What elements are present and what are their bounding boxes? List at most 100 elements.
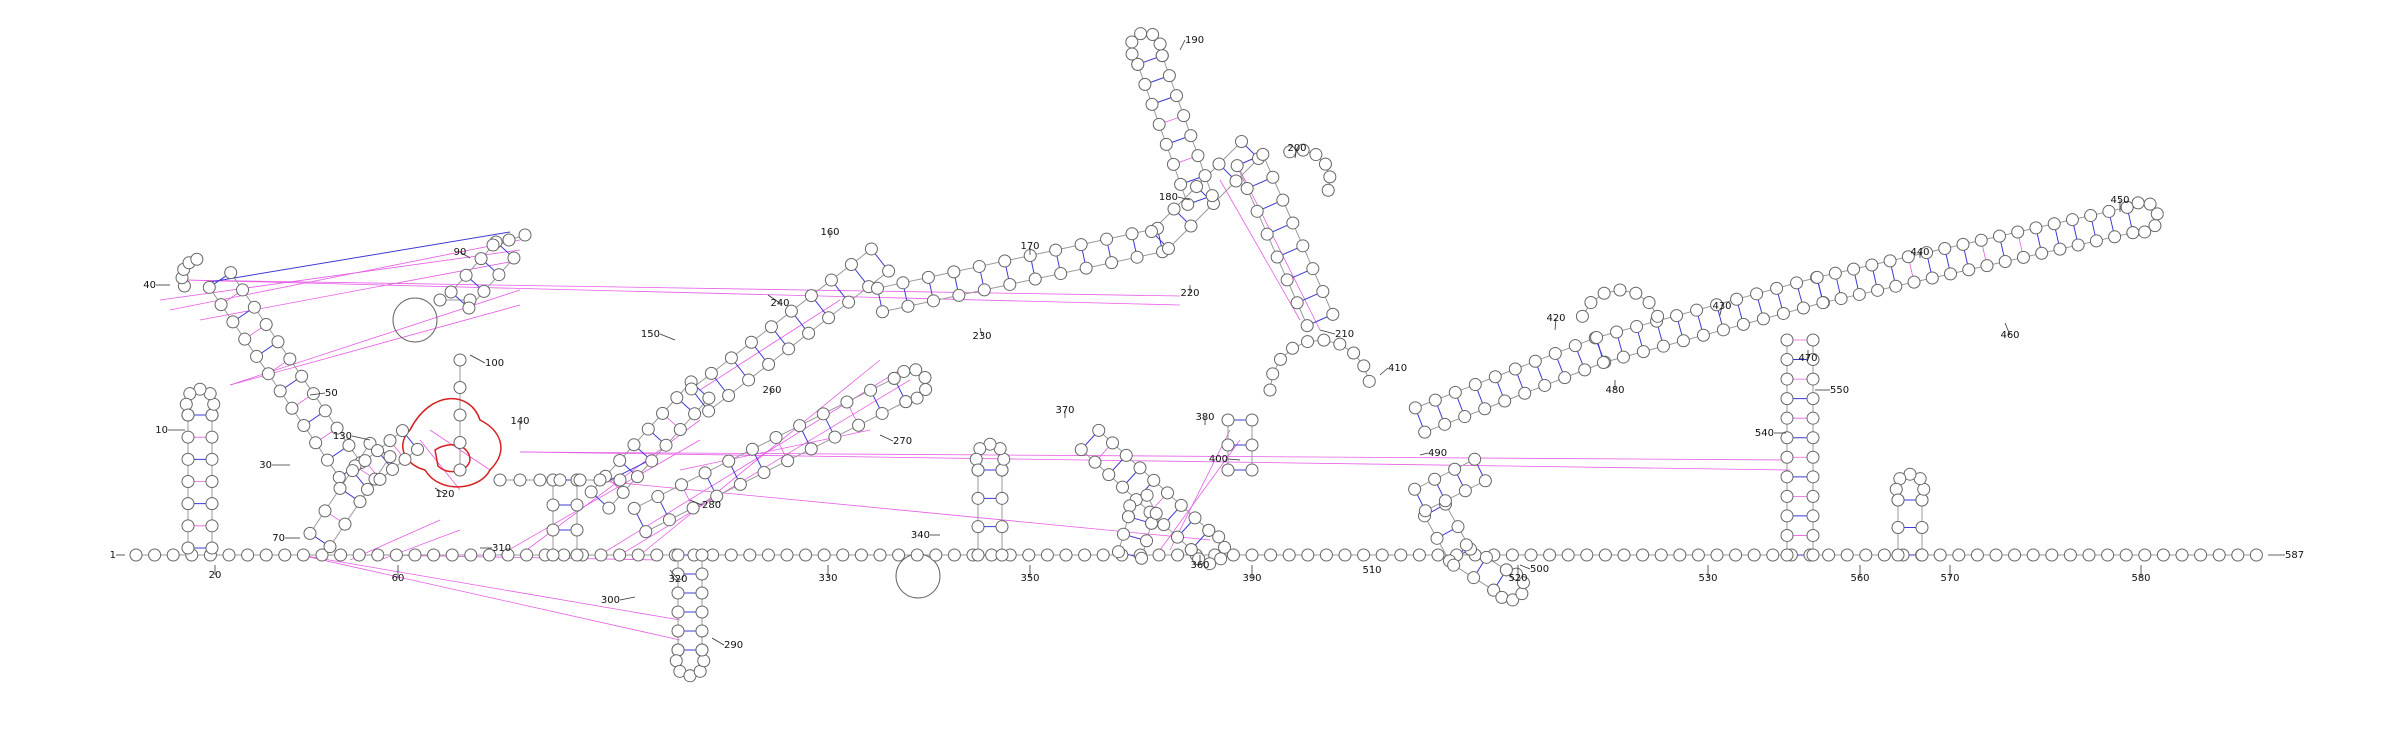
nucleotide xyxy=(1458,484,1472,498)
position-label: 580 xyxy=(2131,573,2150,584)
nucleotide xyxy=(1780,548,1794,562)
nucleotide xyxy=(1147,473,1161,487)
nucleotide xyxy=(1166,157,1180,171)
nucleotide xyxy=(1338,548,1352,562)
nucleotide xyxy=(1488,370,1502,384)
nucleotide xyxy=(1806,372,1820,386)
nucleotide xyxy=(761,548,775,562)
nucleotide xyxy=(1933,548,1947,562)
label-tick xyxy=(1177,196,1191,201)
nucleotide xyxy=(1221,438,1235,452)
nucleotide xyxy=(1891,493,1905,507)
nucleotide xyxy=(2102,204,2116,218)
nucleotide xyxy=(1290,296,1304,310)
position-label: 140 xyxy=(510,416,529,427)
nucleotide xyxy=(1198,169,1212,183)
nucleotide xyxy=(371,444,385,458)
nucleotide xyxy=(1459,538,1473,552)
nucleotide xyxy=(1780,333,1794,347)
position-label: 180 xyxy=(1159,192,1178,203)
nucleotide xyxy=(1974,233,1988,247)
position-label: 100 xyxy=(485,358,504,369)
nucleotide xyxy=(2120,200,2134,214)
nucleotide xyxy=(2063,548,2077,562)
nucleotide xyxy=(875,406,889,420)
position-label: 500 xyxy=(1530,564,1549,575)
position-label: 20 xyxy=(209,570,222,581)
nucleotide xyxy=(1515,587,1529,601)
nucleotide xyxy=(998,254,1012,268)
nucleotide xyxy=(1970,548,1984,562)
nucleotide xyxy=(1316,285,1330,299)
nucleotide xyxy=(236,283,250,297)
label-tick xyxy=(1554,317,1557,331)
position-label: 10 xyxy=(155,425,168,436)
position-label: 470 xyxy=(1798,353,1817,364)
nucleotide xyxy=(1956,237,1970,251)
noncanonical-interactions xyxy=(159,115,2024,641)
nucleotide xyxy=(453,463,467,477)
nucleotide xyxy=(1806,509,1820,523)
nucleotide xyxy=(330,421,344,435)
long-range-interaction xyxy=(589,479,1211,541)
nucleotide xyxy=(1212,530,1226,544)
motif-outline xyxy=(402,397,502,488)
nucleotide xyxy=(1670,309,1684,323)
nucleotide xyxy=(1375,548,1389,562)
nucleotide xyxy=(1865,258,1879,272)
nucleotide xyxy=(1184,219,1198,233)
nucleotide xyxy=(2084,209,2098,223)
nucleotide xyxy=(1347,346,1361,360)
nucleotide xyxy=(1191,149,1205,163)
nucleotide xyxy=(969,452,983,466)
nucleotide xyxy=(1317,333,1331,347)
nucleotide xyxy=(1152,548,1166,562)
nucleotide xyxy=(278,548,292,562)
nucleotide xyxy=(1133,461,1147,475)
nucleotide xyxy=(453,408,467,422)
position-label: 210 xyxy=(1335,329,1354,340)
nucleotide xyxy=(1256,147,1270,161)
nucleotide xyxy=(1505,548,1519,562)
nucleotide xyxy=(1901,250,1915,264)
nucleotide xyxy=(2108,230,2122,244)
nucleotide xyxy=(695,624,709,638)
nucleotide xyxy=(493,473,507,487)
nucleotide xyxy=(1266,367,1280,381)
nucleotide xyxy=(247,300,261,314)
nucleotide xyxy=(1357,548,1371,562)
nucleotide xyxy=(1806,411,1820,425)
nucleotide xyxy=(1145,225,1159,239)
nucleotide xyxy=(1430,531,1444,545)
long-range-interaction xyxy=(1219,179,1301,321)
nucleotide xyxy=(1162,69,1176,83)
nucleotide xyxy=(1059,548,1073,562)
nucleotide xyxy=(1925,271,1939,285)
nucleotide xyxy=(205,541,219,555)
nucleotide xyxy=(852,418,866,432)
nucleotide xyxy=(2148,219,2162,233)
nucleotide xyxy=(179,397,193,411)
highlighted-motif xyxy=(402,397,502,488)
nucleotide xyxy=(546,498,560,512)
nucleotide xyxy=(1229,174,1243,188)
nucleotide xyxy=(1408,401,1422,415)
nucleotide xyxy=(1250,204,1264,218)
nucleotide xyxy=(613,473,627,487)
nucleotide xyxy=(1616,350,1630,364)
nucleotide xyxy=(627,501,641,515)
nucleotide xyxy=(1260,227,1274,241)
nucleotide xyxy=(1756,312,1770,326)
nucleotide xyxy=(557,548,571,562)
nucleotide xyxy=(1418,504,1432,518)
nucleotide xyxy=(1028,272,1042,286)
nucleotide xyxy=(315,548,329,562)
nucleotide xyxy=(2071,238,2085,252)
nucleotide xyxy=(318,404,332,418)
nucleotide xyxy=(1318,157,1332,171)
nucleotide xyxy=(702,404,716,418)
nucleotide xyxy=(1245,548,1259,562)
nucleotide xyxy=(631,548,645,562)
label-tick xyxy=(1379,367,1389,376)
